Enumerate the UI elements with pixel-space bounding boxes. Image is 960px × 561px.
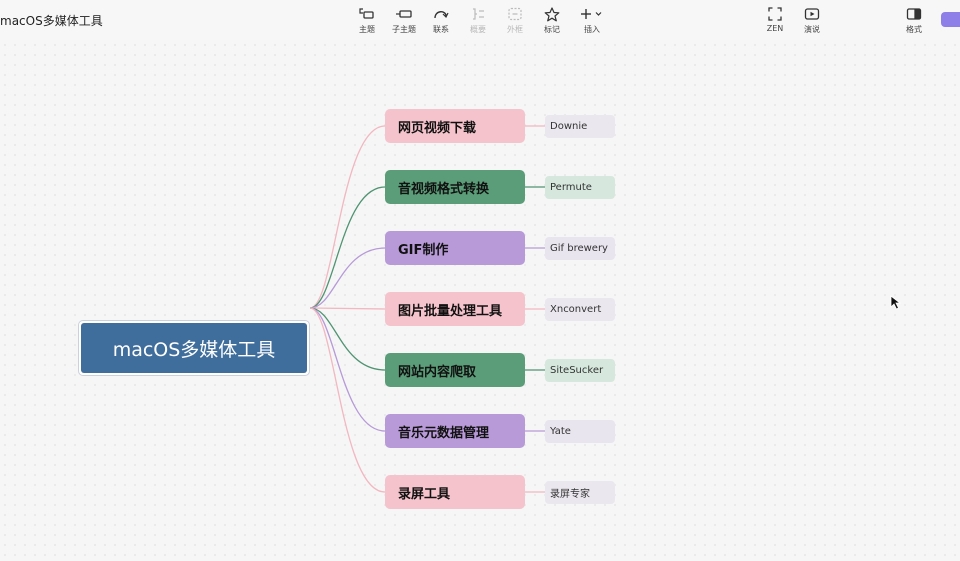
subtopic[interactable]: 录屏专家 bbox=[545, 480, 615, 504]
play-icon bbox=[792, 7, 832, 22]
format-label: 格式 bbox=[906, 25, 922, 34]
boundary-button[interactable]: 外框 bbox=[495, 7, 535, 35]
subtopic-label: Downie bbox=[550, 120, 588, 132]
branch-topic-label: 网站内容爬取 bbox=[398, 364, 477, 380]
subtopic-label: Gif brewery bbox=[550, 242, 608, 254]
central-topic[interactable]: macOS多媒体工具 bbox=[78, 320, 310, 376]
subtopic[interactable]: Xnconvert bbox=[545, 297, 615, 321]
plus-icon bbox=[572, 7, 612, 22]
zen-label: ZEN bbox=[766, 24, 784, 33]
subtopic[interactable]: Gif brewery bbox=[545, 236, 615, 260]
branch-connector bbox=[309, 307, 386, 371]
marker-button[interactable]: 标记 bbox=[532, 7, 572, 35]
boundary-label: 外框 bbox=[507, 25, 523, 34]
document-title: macOS多媒体工具 bbox=[0, 14, 103, 28]
branch-topic-label: 录屏工具 bbox=[398, 486, 451, 502]
subtopic[interactable]: Permute bbox=[545, 175, 615, 199]
subtopic-icon bbox=[384, 7, 424, 22]
branch-connector bbox=[309, 307, 386, 310]
branch-connector bbox=[309, 247, 386, 309]
format-button[interactable]: 格式 bbox=[894, 7, 934, 35]
subtopic-label: Xnconvert bbox=[550, 303, 602, 315]
branch-topic[interactable]: GIF制作 bbox=[385, 231, 525, 265]
subtopic[interactable]: SiteSucker bbox=[545, 358, 615, 382]
branch-topic-label: 图片批量处理工具 bbox=[398, 303, 503, 319]
star-icon bbox=[532, 7, 572, 22]
branch-topic[interactable]: 音视频格式转换 bbox=[385, 170, 525, 204]
branch-topic-label: 音视频格式转换 bbox=[398, 181, 490, 197]
present-button[interactable]: 演说 bbox=[792, 7, 832, 35]
toolbar: macOS多媒体工具 主题 子主题 联系 概要 外框 标记 bbox=[0, 0, 960, 40]
subtopic-label: SiteSucker bbox=[550, 364, 604, 376]
summary-button[interactable]: 概要 bbox=[458, 7, 498, 35]
topic-button[interactable]: 主题 bbox=[347, 7, 387, 35]
topic-label: 主题 bbox=[359, 25, 375, 34]
branch-topic[interactable]: 网页视频下载 bbox=[385, 109, 525, 143]
branch-topic[interactable]: 网站内容爬取 bbox=[385, 353, 525, 387]
central-topic-label: macOS多媒体工具 bbox=[81, 323, 307, 373]
relationship-label: 联系 bbox=[433, 25, 449, 34]
branch-topic-label: 网页视频下载 bbox=[398, 120, 477, 136]
subtopic-label: Yate bbox=[550, 425, 571, 437]
branch-topic-label: GIF制作 bbox=[398, 242, 449, 258]
subtopic-button[interactable]: 子主题 bbox=[384, 7, 424, 35]
zen-button[interactable]: ZEN bbox=[755, 7, 795, 33]
subtopic[interactable]: Yate bbox=[545, 419, 615, 443]
present-label: 演说 bbox=[804, 25, 820, 34]
subtopic-label: Permute bbox=[550, 181, 592, 193]
subtopic[interactable]: Downie bbox=[545, 114, 615, 138]
branch-connector bbox=[309, 125, 386, 309]
relationship-icon bbox=[421, 7, 461, 22]
branch-connector bbox=[309, 307, 386, 432]
subtopic-label: 子主题 bbox=[392, 25, 416, 34]
branch-topic[interactable]: 音乐元数据管理 bbox=[385, 414, 525, 448]
branch-connector bbox=[309, 186, 386, 309]
boundary-icon bbox=[495, 7, 535, 22]
branch-connector bbox=[309, 307, 386, 493]
insert-label: 插入 bbox=[584, 25, 600, 34]
format-panel-icon bbox=[894, 7, 934, 22]
branch-topic[interactable]: 录屏工具 bbox=[385, 475, 525, 509]
summary-label: 概要 bbox=[470, 25, 486, 34]
fullscreen-icon bbox=[755, 7, 795, 22]
upgrade-badge[interactable] bbox=[941, 12, 960, 27]
marker-label: 标记 bbox=[544, 25, 560, 34]
branch-topic[interactable]: 图片批量处理工具 bbox=[385, 292, 525, 326]
branch-topic-label: 音乐元数据管理 bbox=[398, 425, 490, 441]
relationship-button[interactable]: 联系 bbox=[421, 7, 461, 35]
mouse-cursor-icon bbox=[890, 295, 902, 310]
connector-lines bbox=[309, 125, 545, 493]
summary-icon bbox=[458, 7, 498, 22]
topic-icon bbox=[347, 7, 387, 22]
insert-button[interactable]: 插入 bbox=[572, 7, 612, 35]
subtopic-label: 录屏专家 bbox=[550, 488, 590, 500]
